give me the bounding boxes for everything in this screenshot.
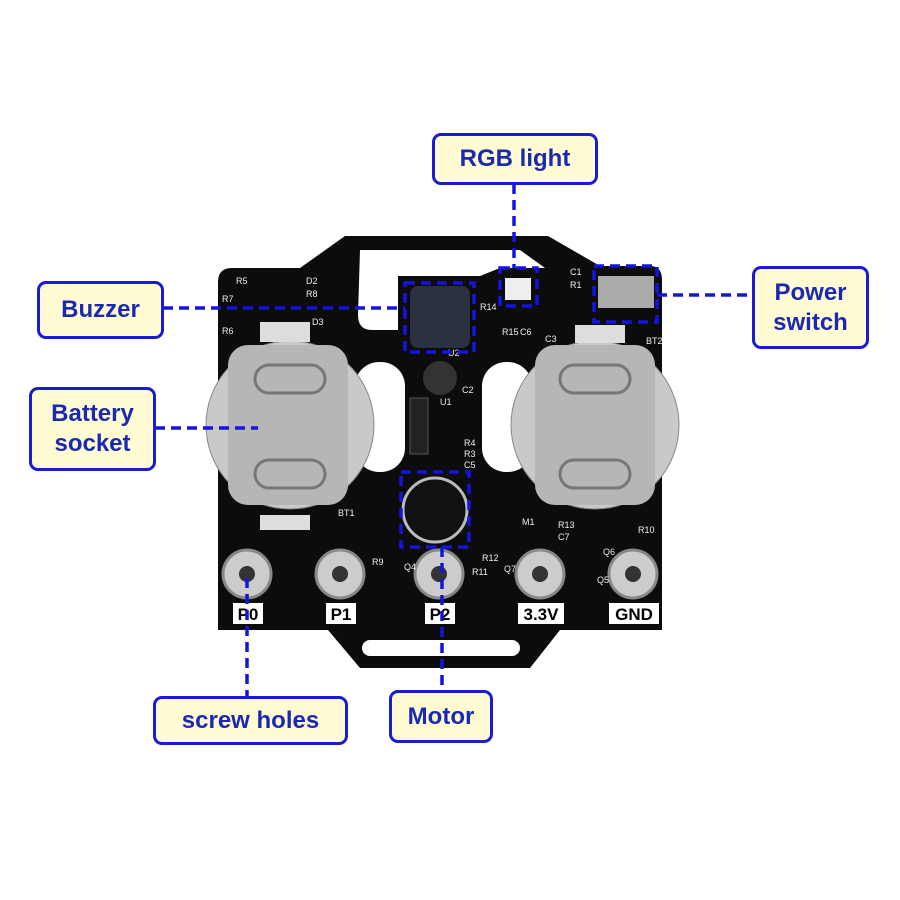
silkscreen-label: D3 xyxy=(312,317,324,327)
silkscreen-label: R1 xyxy=(570,280,582,290)
silkscreen-label: R15 xyxy=(502,327,519,337)
label-power-switch-line2: switch xyxy=(773,308,848,336)
pin-label-p2: P2 xyxy=(430,605,451,624)
label-motor: Motor xyxy=(389,690,493,743)
silkscreen-labels: R5 D2 R7 R8 R6 D3 R14 R15 C6 C1 R1 C3 BT… xyxy=(222,267,663,585)
label-screw-holes: screw holes xyxy=(153,696,348,745)
silkscreen-label: C2 xyxy=(462,385,474,395)
battery-holder-left xyxy=(205,322,375,530)
label-battery-socket-line2: socket xyxy=(54,430,131,457)
label-battery-socket: Battery socket xyxy=(29,387,156,471)
silkscreen-label: U2 xyxy=(448,348,460,358)
silkscreen-label: D2 xyxy=(306,276,318,286)
screw-terminals xyxy=(221,548,659,600)
label-power-switch: Power switch xyxy=(752,266,869,349)
silkscreen-label: R4 xyxy=(464,438,476,448)
silkscreen-label: M1 xyxy=(522,517,535,527)
silkscreen-label: R14 xyxy=(480,302,497,312)
motor-component xyxy=(401,476,469,544)
silkscreen-label: R13 xyxy=(558,520,575,530)
pin-label-3v3: 3.3V xyxy=(524,605,560,624)
silkscreen-label: Q4 xyxy=(404,562,416,572)
label-rgb-light: RGB light xyxy=(432,133,598,185)
label-battery-socket-line1: Battery xyxy=(51,400,134,427)
switch-component xyxy=(598,276,654,308)
battery-holder-right xyxy=(510,325,680,510)
silkscreen-label: C7 xyxy=(558,532,570,542)
label-buzzer: Buzzer xyxy=(37,281,164,339)
silkscreen-label: Q6 xyxy=(603,547,615,557)
silkscreen-label: R5 xyxy=(236,276,248,286)
label-power-switch-line1: Power xyxy=(774,278,847,306)
silkscreen-label: C6 xyxy=(520,327,532,337)
buzzer-component xyxy=(410,286,470,348)
silkscreen-label: BT2 xyxy=(646,336,663,346)
silkscreen-label: R9 xyxy=(372,557,384,567)
silkscreen-label: C1 xyxy=(570,267,582,277)
silkscreen-label: Q5 xyxy=(597,575,609,585)
silkscreen-label: U1 xyxy=(440,397,452,407)
silkscreen-label: BT1 xyxy=(338,508,355,518)
silkscreen-label: R6 xyxy=(222,326,234,336)
silkscreen-label: R3 xyxy=(464,449,476,459)
rgb-led xyxy=(505,278,531,300)
pin-label-gnd: GND xyxy=(615,605,653,624)
callout-lines xyxy=(155,184,752,696)
silkscreen-label: R10 xyxy=(638,525,655,535)
silkscreen-label: C3 xyxy=(545,334,557,344)
silkscreen-label: R7 xyxy=(222,294,234,304)
silkscreen-label: Q7 xyxy=(504,564,516,574)
pin-label-p1: P1 xyxy=(331,605,352,624)
silkscreen-label: R8 xyxy=(306,289,318,299)
silkscreen-label: R11 xyxy=(472,567,488,577)
silkscreen-label: R12 xyxy=(482,553,499,563)
silkscreen-label: C5 xyxy=(464,460,476,470)
